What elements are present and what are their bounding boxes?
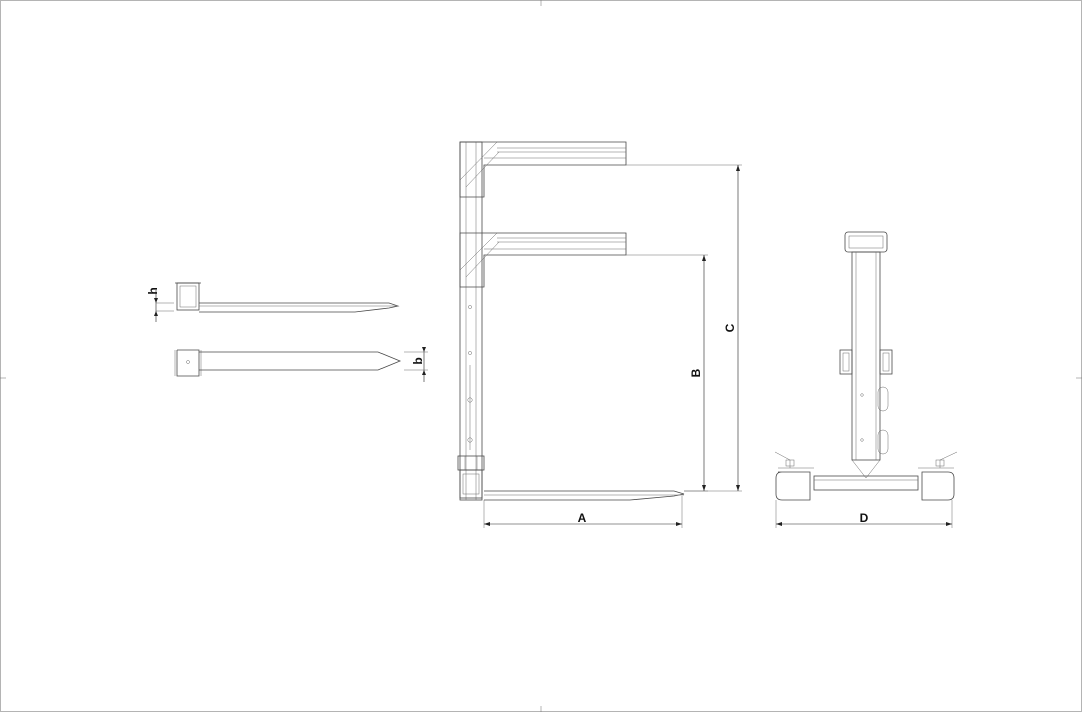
dimension-a: A bbox=[483, 496, 683, 528]
fork-plan-view bbox=[174, 349, 402, 377]
dimension-d: D bbox=[775, 500, 953, 528]
dim-label-a: A bbox=[578, 511, 587, 525]
dimension-h: h bbox=[146, 287, 174, 322]
fork-side-view bbox=[175, 282, 400, 313]
dimension-c: C bbox=[626, 164, 742, 492]
dimension-b: b bbox=[404, 347, 428, 382]
dimension-b-height: B bbox=[626, 254, 708, 492]
dim-label-b-height: B bbox=[689, 368, 703, 377]
dim-label-c: C bbox=[723, 323, 737, 332]
dim-label-b: b bbox=[411, 357, 425, 364]
dim-label-d: D bbox=[860, 511, 869, 525]
front-elevation bbox=[774, 231, 958, 501]
side-elevation bbox=[457, 141, 685, 501]
dim-label-h: h bbox=[146, 287, 160, 294]
